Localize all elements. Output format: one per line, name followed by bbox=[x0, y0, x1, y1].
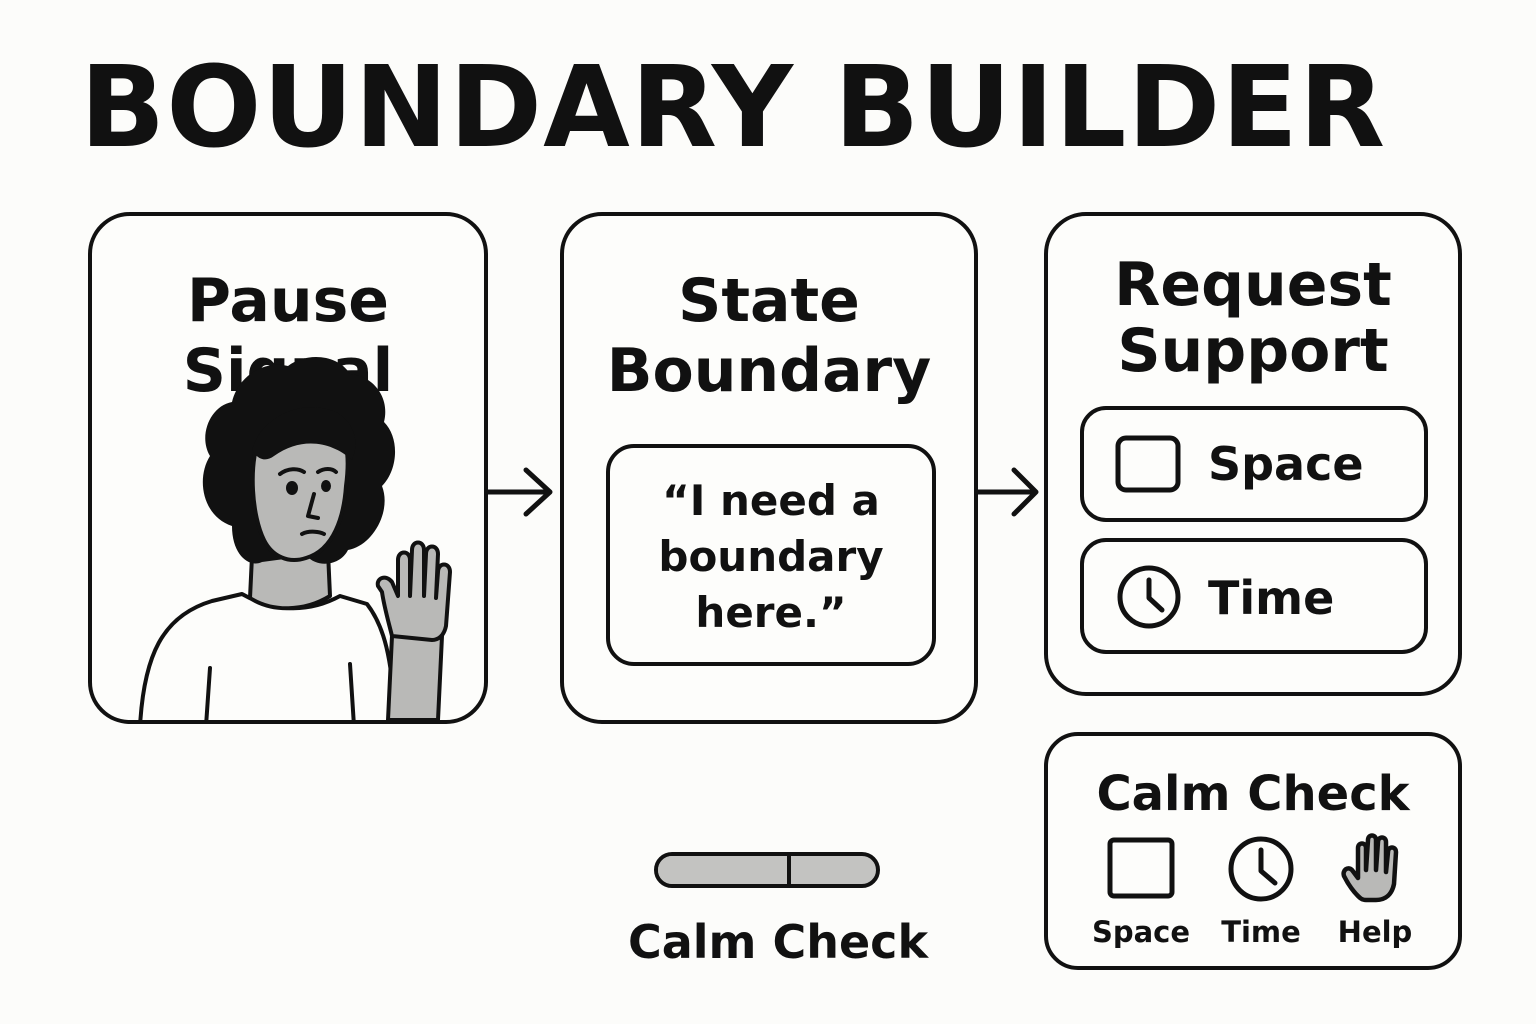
option-space-button[interactable]: Space bbox=[1080, 406, 1428, 522]
calm-item-label: Time bbox=[1221, 915, 1301, 949]
clock-icon bbox=[1228, 836, 1294, 902]
step-title-line-2: Boundary bbox=[606, 336, 932, 406]
quote-line-1: “I need a bbox=[662, 476, 880, 525]
calm-meter-label: Calm Check bbox=[627, 915, 929, 969]
arrow-right-icon bbox=[974, 467, 1039, 517]
option-label: Space bbox=[1208, 437, 1364, 491]
step-card-request-support: Request Support Space Time bbox=[1044, 212, 1462, 696]
step-title-line-1: Request bbox=[1114, 250, 1392, 320]
step-title-line-1: State bbox=[678, 266, 860, 336]
calm-item-time[interactable]: Time bbox=[1206, 834, 1316, 956]
hand-icon bbox=[1341, 833, 1399, 903]
person-raising-hand-illustration bbox=[138, 356, 452, 720]
step-card-pause-signal: Pause Signal bbox=[88, 212, 488, 724]
step-card-state-boundary: State Boundary “I need a boundary here.” bbox=[560, 212, 978, 724]
calm-item-label: Space bbox=[1091, 915, 1191, 949]
step-title-line-1: Pause bbox=[187, 266, 389, 336]
step-title-line-2: Support bbox=[1117, 316, 1389, 386]
option-time-button[interactable]: Time bbox=[1080, 538, 1428, 654]
arrow-right-icon bbox=[484, 467, 553, 517]
quote-line-3: here.” bbox=[695, 588, 847, 637]
calm-item-label: Help bbox=[1337, 915, 1413, 949]
boundary-statement-box: “I need a boundary here.” bbox=[606, 444, 936, 666]
option-label: Time bbox=[1208, 571, 1335, 625]
quote-line-2: boundary bbox=[658, 532, 884, 581]
calm-check-panel: Calm Check Space Time Help bbox=[1044, 732, 1462, 970]
calm-meter-fill bbox=[658, 856, 789, 884]
square-icon bbox=[1107, 837, 1175, 899]
square-icon bbox=[1115, 435, 1181, 493]
calm-item-space[interactable]: Space bbox=[1086, 836, 1196, 956]
clock-icon bbox=[1117, 565, 1181, 629]
calm-check-title: Calm Check bbox=[1096, 766, 1410, 822]
page-title: BOUNDARY BUILDER bbox=[79, 43, 1387, 173]
calm-meter-handle[interactable] bbox=[787, 856, 791, 884]
calm-item-help[interactable]: Help bbox=[1320, 832, 1430, 956]
calm-meter-slider[interactable] bbox=[654, 852, 880, 888]
